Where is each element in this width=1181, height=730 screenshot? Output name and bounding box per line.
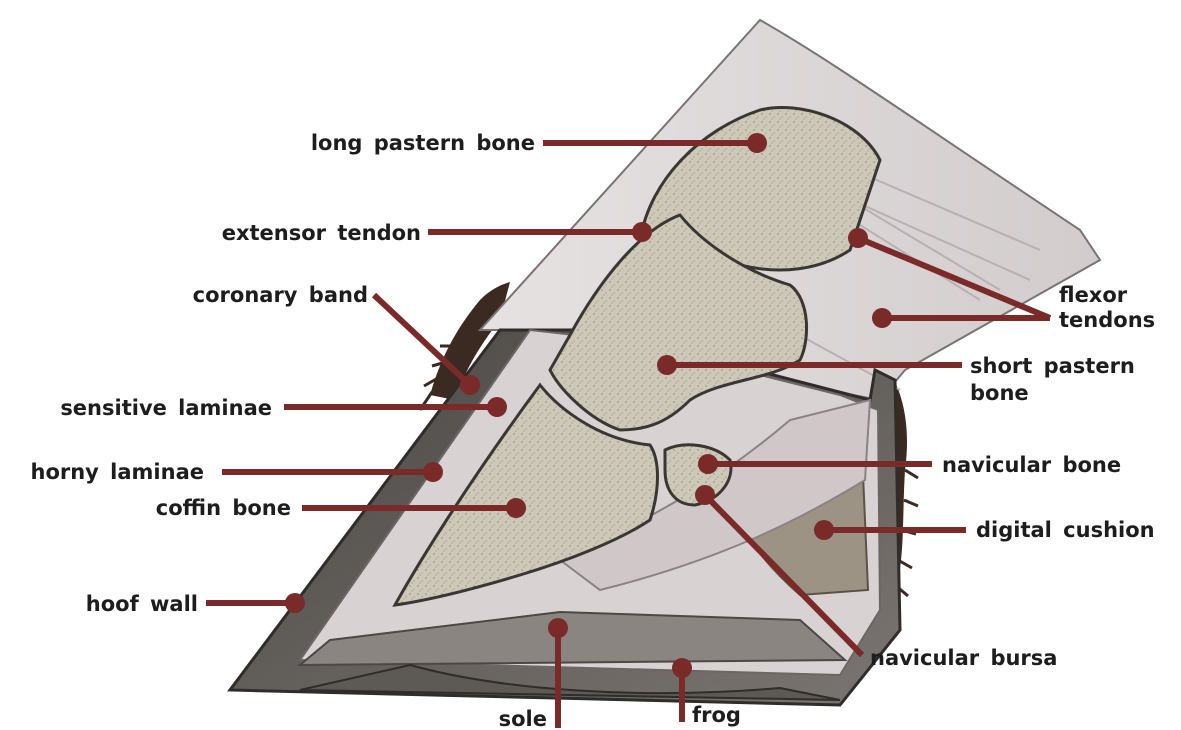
- label-flexor-tendons-line2: tendons: [1059, 308, 1155, 332]
- label-frog: frog: [692, 703, 741, 727]
- label-flexor-tendons-line1: flexor: [1059, 283, 1128, 307]
- dot-flexor-tendons-upper: [848, 228, 868, 248]
- label-short-pastern-bone-line2: bone: [970, 381, 1029, 405]
- dot-navicular-bone: [698, 454, 718, 474]
- label-short-pastern-bone-line1: short pastern: [970, 354, 1135, 378]
- dot-coronary-band: [460, 375, 480, 395]
- dot-flexor-tendons-lower: [872, 308, 892, 328]
- label-horny-laminae: horny laminae: [31, 460, 205, 484]
- label-digital-cushion: digital cushion: [976, 518, 1155, 542]
- label-hoof-wall: hoof wall: [86, 592, 198, 616]
- dot-short-pastern-bone: [657, 355, 677, 375]
- label-sole: sole: [499, 707, 547, 730]
- dot-extensor-tendon: [632, 222, 652, 242]
- label-coffin-bone: coffin bone: [156, 496, 291, 520]
- dot-digital-cushion: [814, 520, 834, 540]
- label-coronary-band: coronary band: [193, 283, 368, 307]
- label-navicular-bone: navicular bone: [942, 453, 1121, 477]
- dot-sensitive-laminae: [487, 397, 507, 417]
- dot-frog: [672, 658, 692, 678]
- dot-long-pastern-bone: [747, 133, 767, 153]
- dot-horny-laminae: [423, 462, 443, 482]
- label-extensor-tendon: extensor tendon: [222, 221, 421, 245]
- dot-hoof-wall: [285, 593, 305, 613]
- dot-navicular-bursa: [695, 485, 715, 505]
- label-sensitive-laminae: sensitive laminae: [60, 396, 272, 420]
- label-long-pastern-bone: long pastern bone: [311, 131, 535, 155]
- label-navicular-bursa: navicular bursa: [870, 646, 1057, 670]
- dot-sole: [548, 618, 568, 638]
- dot-coffin-bone: [506, 498, 526, 518]
